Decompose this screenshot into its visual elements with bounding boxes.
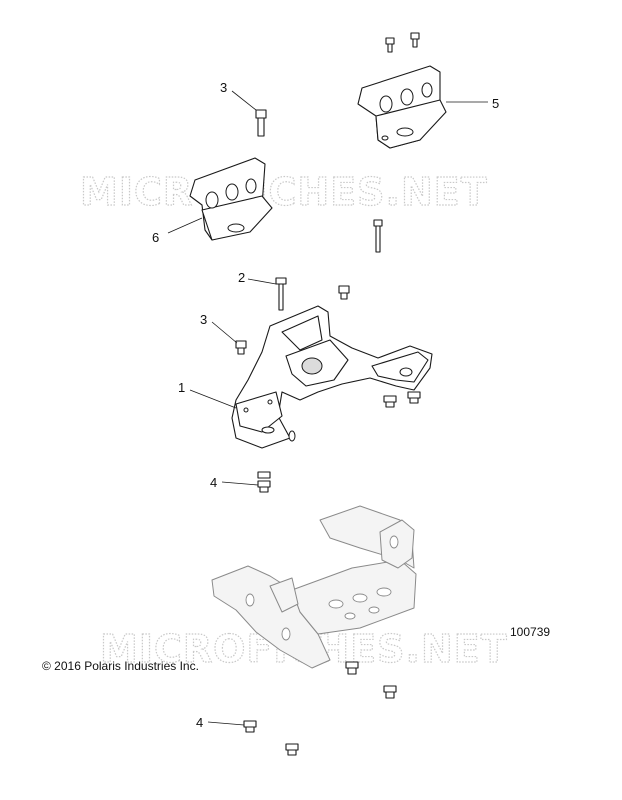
bolt-top-left xyxy=(385,37,395,53)
nut-bottom-a xyxy=(345,661,359,675)
bracket-part-5 xyxy=(357,65,447,149)
nut-right-a xyxy=(383,395,397,408)
nut-bottom-c xyxy=(285,743,299,756)
copyright: © 2016 Polaris Industries Inc. xyxy=(42,659,199,673)
callout-5: 5 xyxy=(492,96,499,111)
leader-4-bottom xyxy=(207,721,245,726)
nut-right-b xyxy=(407,391,421,404)
nut-bottom-b xyxy=(383,685,397,699)
leader-3-top xyxy=(231,90,257,111)
callout-2: 2 xyxy=(238,270,245,285)
nut-part-4-bottom xyxy=(243,720,257,733)
callout-3-middle: 3 xyxy=(200,312,207,327)
callout-3-top: 3 xyxy=(220,80,227,95)
callout-4-middle: 4 xyxy=(210,475,217,490)
bolt-top-right xyxy=(410,32,420,48)
leader-1 xyxy=(189,389,237,409)
callout-6: 6 xyxy=(152,230,159,245)
long-bolt-middle xyxy=(373,219,383,253)
bolt-part-3-middle xyxy=(235,340,247,355)
bracket-part-6 xyxy=(189,157,273,241)
nut-part-4-middle xyxy=(257,471,271,493)
watermark-top: MICROFICHES.NET xyxy=(80,170,488,214)
figure-id: 100739 xyxy=(510,625,550,639)
frame-reference xyxy=(211,505,417,669)
leader-6 xyxy=(167,217,203,234)
leader-4-middle xyxy=(221,481,259,486)
leader-3-middle xyxy=(211,321,238,344)
callout-4-bottom: 4 xyxy=(196,715,203,730)
bolt-part-3-top xyxy=(255,109,267,137)
bolt-small-right xyxy=(338,285,350,300)
bolt-part-2 xyxy=(275,277,287,311)
callout-1: 1 xyxy=(178,380,185,395)
leader-2 xyxy=(247,278,277,285)
engine-mount-part-1 xyxy=(231,305,433,449)
